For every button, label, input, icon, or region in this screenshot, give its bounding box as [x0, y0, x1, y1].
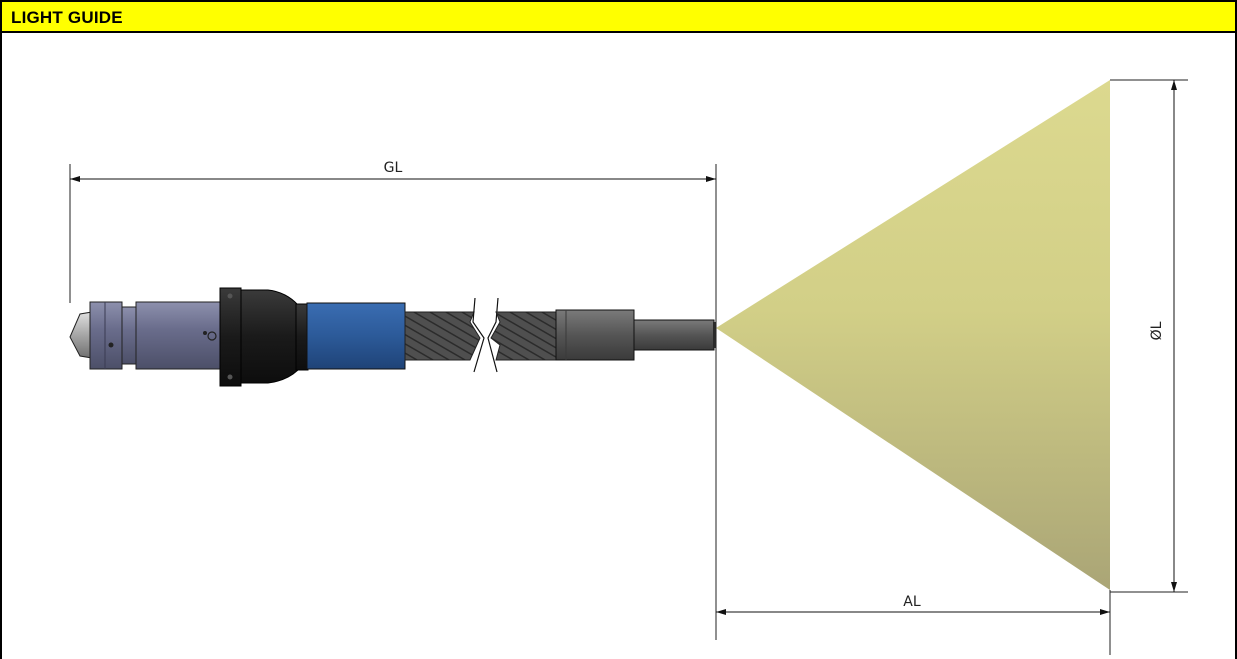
dimension-gl: GL	[69, 160, 717, 640]
end-tip	[69, 311, 93, 359]
diameter-label: ØL	[1149, 321, 1165, 340]
al-label: AL	[903, 594, 921, 610]
flexible-hose-right	[490, 311, 559, 361]
flexible-hose-left	[404, 311, 481, 361]
end-housing	[89, 301, 223, 370]
light-guide-drawing: GL AL ØL	[69, 79, 1188, 655]
header-bar: LIGHT GUIDE	[0, 0, 1237, 33]
dimension-diameter: ØL	[1110, 79, 1188, 593]
light-cone	[716, 80, 1110, 590]
gray-ferrule	[555, 309, 635, 361]
gl-label: GL	[384, 160, 403, 176]
break-marks	[472, 297, 499, 373]
black-flange	[219, 287, 309, 387]
dimension-al: AL	[716, 590, 1111, 655]
page-title: LIGHT GUIDE	[11, 8, 123, 27]
blue-tube	[306, 302, 406, 370]
exit-pin	[633, 319, 715, 351]
light-guide-assembly	[69, 287, 716, 387]
